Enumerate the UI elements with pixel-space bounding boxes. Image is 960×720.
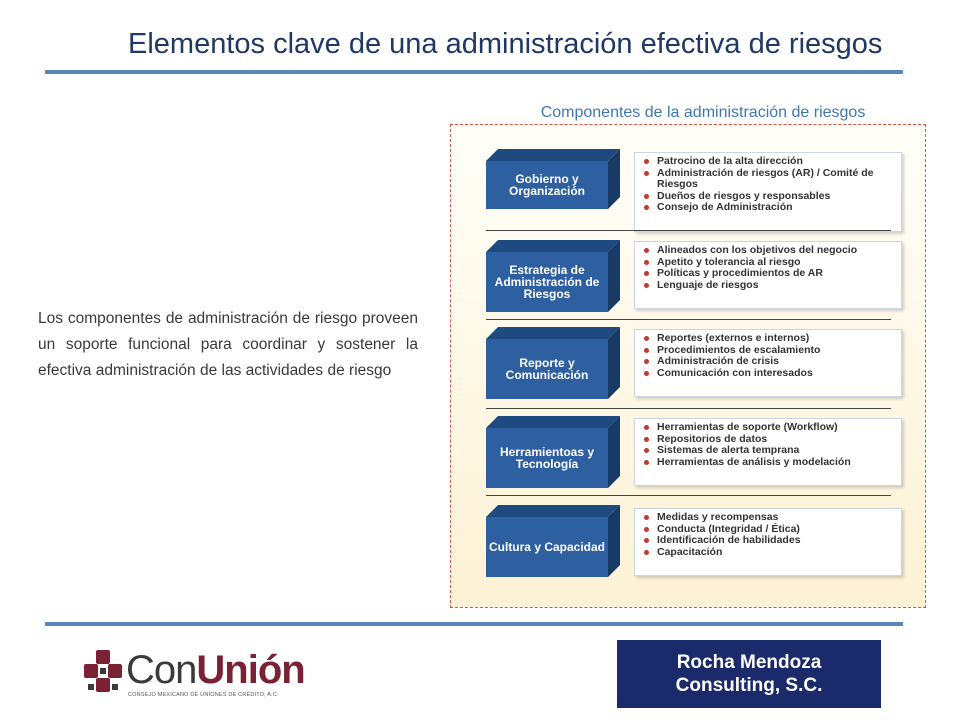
component-detail-item: Capacitación xyxy=(643,546,895,559)
component-label: Gobierno y Organización xyxy=(508,172,585,198)
component-detail-item: Conducta (Integridad / Ética) xyxy=(643,523,895,536)
component-box-shape xyxy=(486,327,620,399)
component-box-shape xyxy=(486,416,620,488)
consultant-name-line2: Consulting, S.C. xyxy=(675,675,823,696)
component-box: Gobierno y Organización xyxy=(486,149,622,209)
component-detail-item: Procedimientos de escalamiento xyxy=(643,344,895,357)
component-box: Estrategia de Administración de Riesgos xyxy=(486,240,622,312)
page-title: Elementos clave de una administración ef… xyxy=(128,28,883,60)
row-separator xyxy=(486,495,891,496)
consultant-logo: Rocha Mendoza Consulting, S.C. xyxy=(617,640,881,708)
conunion-logo: ConUnión CONSEJO MEXICANO DE UNIONES DE … xyxy=(82,648,306,704)
consultant-name-line1: Rocha Mendoza xyxy=(676,652,822,673)
bottom-divider xyxy=(45,622,903,626)
component-detail-item: Dueños de riesgos y responsables xyxy=(643,190,895,203)
component-detail-item: Herramientas de soporte (Workflow) xyxy=(643,421,895,434)
component-details-list: Herramientas de soporte (Workflow)Reposi… xyxy=(643,421,895,469)
component-label: Cultura y Capacidad xyxy=(488,540,606,554)
component-detail-item: Herramientas de análisis y modelación xyxy=(643,456,895,469)
component-box: Herramientoas y Tecnología xyxy=(486,416,622,488)
component-box: Cultura y Capacidad xyxy=(486,505,622,577)
component-box: Reporte y Comunicación xyxy=(486,327,622,399)
conunion-logo-icon xyxy=(84,650,122,692)
component-details-card: Herramientas de soporte (Workflow)Reposi… xyxy=(634,418,902,486)
component-detail-item: Alineados con los objetivos del negocio xyxy=(643,244,895,257)
component-detail-item: Administración de crisis xyxy=(643,355,895,368)
component-label: Estrategia de Administración de Riesgos xyxy=(494,263,600,301)
conunion-tagline: CONSEJO MEXICANO DE UNIONES DE CRÉDITO, … xyxy=(128,692,279,698)
component-label: Herramientoas y Tecnología xyxy=(499,445,595,471)
component-detail-item: Políticas y procedimientos de AR xyxy=(643,267,895,280)
component-detail-item: Apetito y tolerancia al riesgo xyxy=(643,256,895,269)
component-details-card: Reportes (externos e internos)Procedimie… xyxy=(634,329,902,397)
top-divider xyxy=(45,70,903,74)
component-detail-item: Consejo de Administración xyxy=(643,201,895,214)
component-detail-item: Patrocino de la alta dirección xyxy=(643,155,895,168)
component-detail-item: Sistemas de alerta temprana xyxy=(643,444,895,457)
component-detail-item: Administración de riesgos (AR) / Comité … xyxy=(643,167,895,191)
component-box-shape xyxy=(486,149,620,209)
component-detail-item: Lenguaje de riesgos xyxy=(643,279,895,292)
row-separator xyxy=(486,408,891,409)
component-detail-item: Comunicación con interesados xyxy=(643,367,895,380)
component-details-list: Reportes (externos e internos)Procedimie… xyxy=(643,332,895,380)
description-text: Los componentes de administración de rie… xyxy=(38,310,418,379)
component-detail-item: Medidas y recompensas xyxy=(643,511,895,524)
component-detail-item: Reportes (externos e internos) xyxy=(643,332,895,345)
component-detail-item: Repositorios de datos xyxy=(643,433,895,446)
row-separator xyxy=(486,230,891,231)
conunion-wordmark: ConUnión xyxy=(126,648,306,692)
component-box-shape xyxy=(486,240,620,312)
panel-title: Componentes de la administración de ries… xyxy=(526,102,880,124)
row-separator xyxy=(486,319,891,320)
component-detail-item: Identificación de habilidades xyxy=(643,534,895,547)
component-label: Reporte y Comunicación xyxy=(505,356,589,382)
component-box-shape xyxy=(486,505,620,577)
